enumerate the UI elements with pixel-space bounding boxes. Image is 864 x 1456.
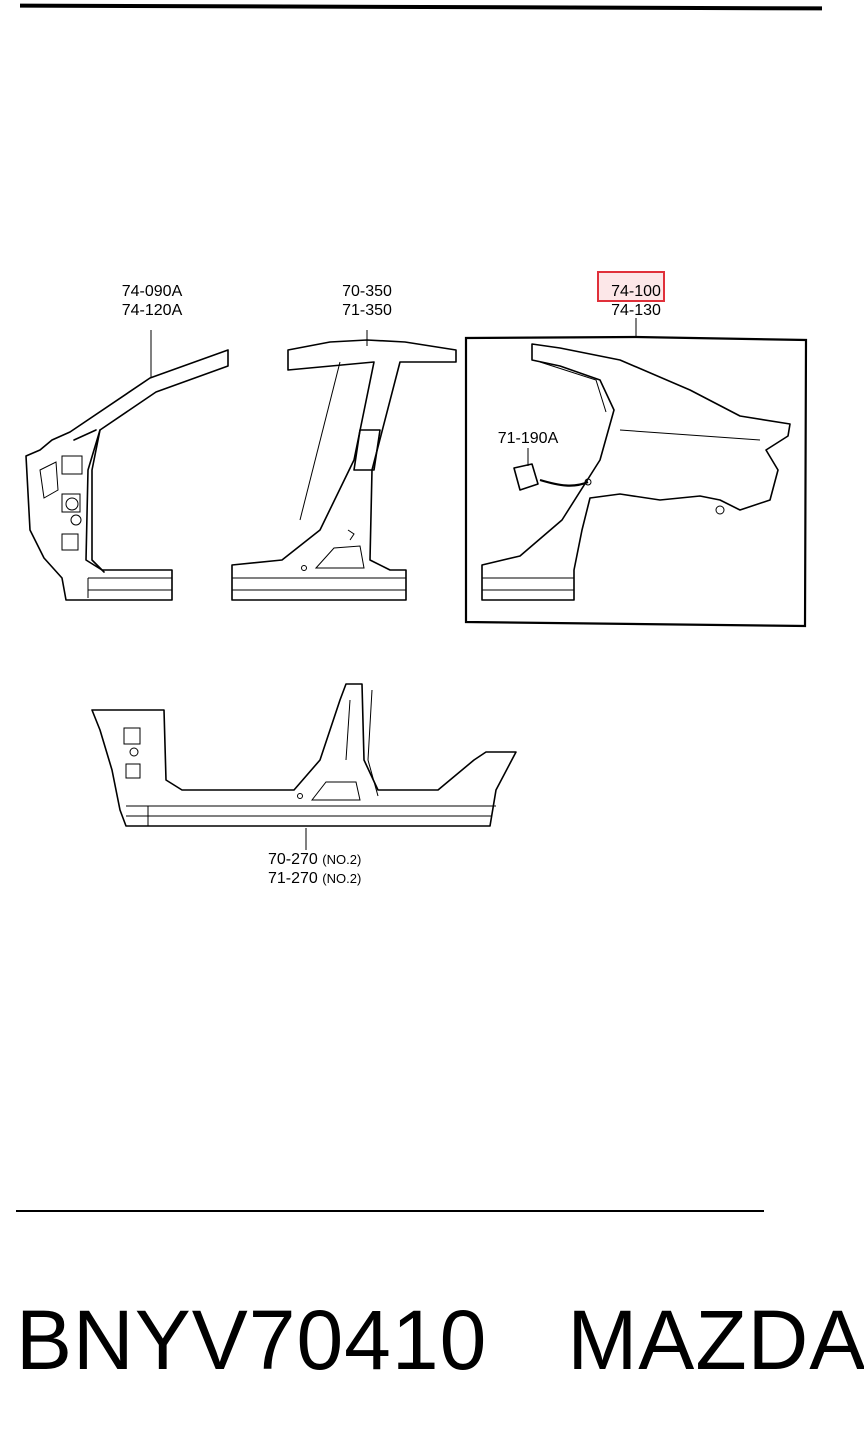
callout-center-pillar-line2: 71-350: [342, 302, 392, 319]
center-pillar-drawing: [231, 330, 457, 601]
sill-drawing: [91, 683, 517, 850]
callout-rear-panel-line1: 74-100: [611, 283, 661, 300]
callout-sill-line1: 70-270: [268, 851, 318, 868]
callout-center-pillar: 70-350 71-350: [330, 282, 404, 320]
footer-title: BNYV70410 MAZDA: [16, 1290, 864, 1390]
bottom-rule: [16, 1210, 764, 1212]
callout-sill-line2: 71-270: [268, 870, 318, 887]
callout-sill-line1-wrap: 70-270 (NO.2): [268, 850, 398, 869]
callout-sill-note1: (NO.2): [322, 852, 362, 867]
callout-rear-panel: 74-100 74-130: [600, 282, 672, 320]
callout-sill: 70-270 (NO.2) 71-270 (NO.2): [268, 850, 398, 888]
brand-name: MAZDA: [567, 1293, 864, 1387]
callout-fuel-lid: 71-190A: [490, 429, 566, 448]
callout-sill-line2-wrap: 71-270 (NO.2): [268, 869, 398, 888]
rear-panel-drawing: [464, 318, 808, 628]
part-number: BNYV70410: [16, 1293, 488, 1387]
callout-sill-note2: (NO.2): [322, 871, 362, 886]
callout-front-pillar-line1: 74-090A: [121, 283, 183, 300]
callout-center-pillar-line1: 70-350: [342, 283, 392, 300]
callout-front-pillar: 74-090A 74-120A: [110, 282, 194, 320]
front-pillar-drawing: [25, 330, 229, 601]
callout-fuel-lid-line1: 71-190A: [497, 430, 559, 447]
highlight-box: [597, 271, 665, 302]
callout-front-pillar-line2: 74-120A: [121, 302, 183, 319]
callout-rear-panel-line2: 74-130: [611, 302, 661, 319]
